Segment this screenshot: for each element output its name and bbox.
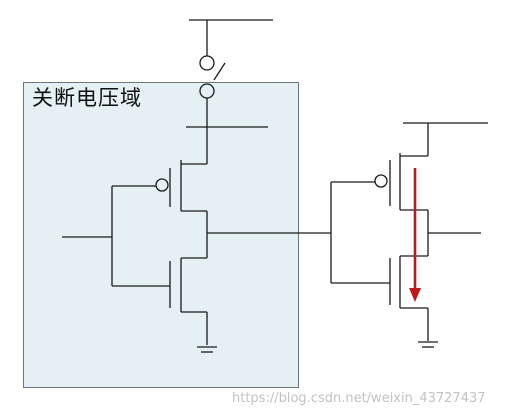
inverter-left [62, 160, 300, 345]
supply-rail-top [189, 19, 273, 56]
watermark: https://blog.csdn.net/weixin_43727437 [232, 391, 486, 406]
pmos-gate-bubble-right [374, 174, 388, 188]
ground-icon-right [418, 341, 438, 348]
leakage-arrow-icon [409, 168, 421, 302]
power-switch-icon [199, 55, 226, 164]
domain-label: 关断电压域 [32, 86, 142, 110]
inverter-right [330, 122, 488, 341]
power-off-domain-box [23, 82, 299, 388]
ground-icon [197, 346, 217, 353]
pmos-gate-bubble [155, 178, 169, 192]
